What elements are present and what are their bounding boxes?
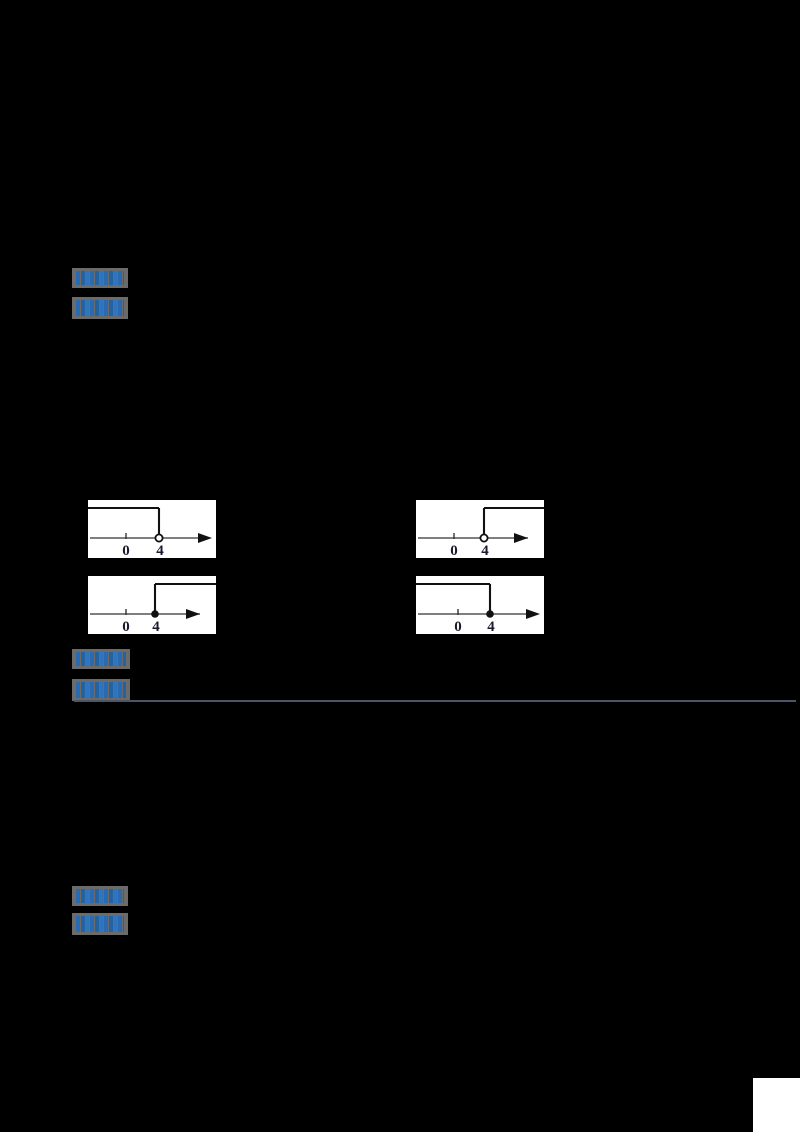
- highlight-chip-6-text: [76, 916, 124, 932]
- highlight-chip-1-text: [76, 271, 124, 285]
- graph-d-svg: 0 4: [416, 582, 540, 634]
- highlight-chip-6: [72, 913, 128, 935]
- graph-c-svg: 0 4: [90, 582, 216, 634]
- graph-c-closed-endpoint: [151, 610, 159, 618]
- graph-a-label-0: 0: [122, 543, 130, 558]
- highlight-chip-1: [72, 268, 128, 288]
- graph-panel-b: 0 4: [416, 500, 544, 558]
- graph-c-arrowhead: [186, 609, 200, 619]
- graph-a-label-4: 4: [156, 543, 164, 558]
- graph-c-label-0: 0: [122, 619, 130, 634]
- highlight-chip-4-text: [76, 682, 126, 698]
- graph-panel-a: 0 4: [88, 500, 216, 558]
- highlight-chip-4: [72, 679, 130, 701]
- graph-a-open-endpoint: [154, 533, 164, 543]
- graph-b-arrowhead: [514, 533, 528, 543]
- graph-b-open-endpoint: [479, 533, 489, 543]
- page-corner-band: [753, 1078, 800, 1132]
- graph-d-closed-endpoint: [486, 610, 494, 618]
- graph-d-label-4: 4: [487, 619, 495, 634]
- graph-b-label-4: 4: [481, 543, 489, 558]
- highlight-chip-5: [72, 886, 128, 906]
- highlight-chip-2: [72, 297, 128, 319]
- graph-a-arrowhead: [198, 533, 212, 543]
- graph-b-label-0: 0: [450, 543, 458, 558]
- highlight-chip-2-text: [76, 300, 124, 316]
- highlight-chip-5-text: [76, 889, 124, 903]
- section-divider: [74, 700, 796, 702]
- graph-d-arrowhead: [526, 609, 540, 619]
- graph-panel-c: 0 4: [88, 576, 216, 634]
- highlight-chip-3: [72, 649, 130, 669]
- graph-panel-d: 0 4: [416, 576, 544, 634]
- graph-b-svg: 0 4: [418, 506, 544, 558]
- highlight-chip-3-text: [76, 652, 126, 666]
- graph-a-svg: 0 4: [88, 506, 212, 558]
- graph-d-label-0: 0: [454, 619, 462, 634]
- graph-c-label-4: 4: [152, 619, 160, 634]
